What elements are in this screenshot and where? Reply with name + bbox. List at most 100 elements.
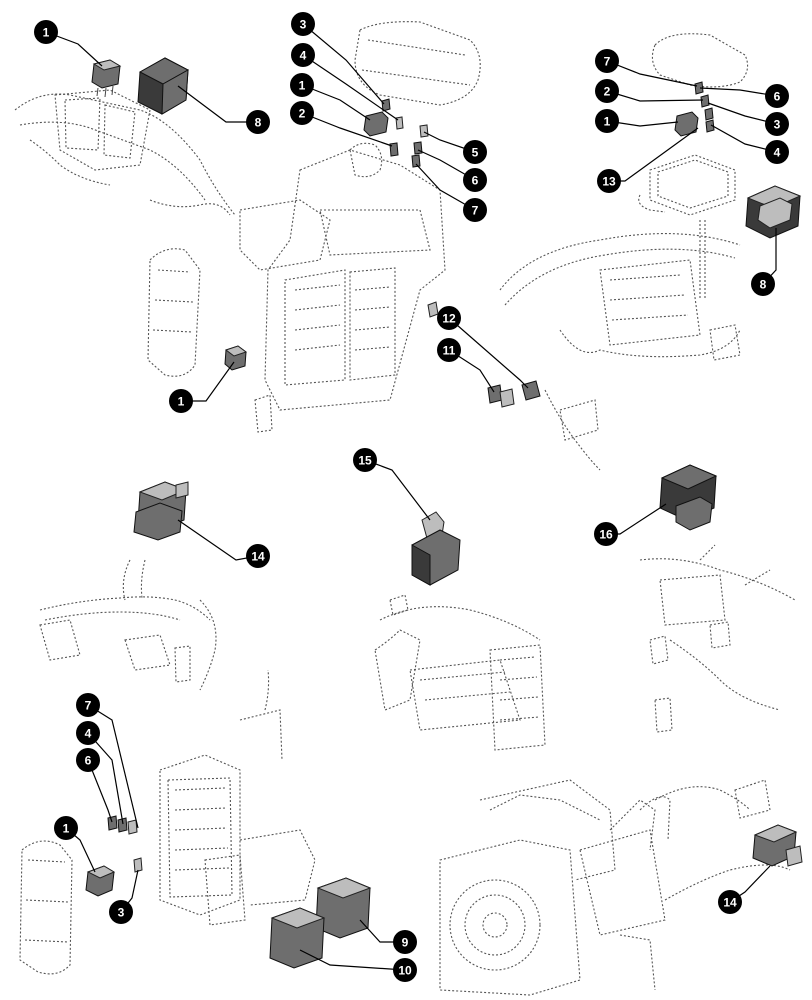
hydraulic-pump — [439, 779, 791, 996]
relays-9-10 — [269, 877, 372, 969]
callout-marker — [291, 43, 315, 67]
top-center-cover — [354, 21, 481, 106]
callout-number: 14 — [723, 896, 737, 910]
callout-6: 6 — [765, 84, 789, 108]
callout-marker — [76, 721, 100, 745]
callout-13: 13 — [597, 169, 621, 193]
callout-marker — [718, 890, 742, 914]
callout-marker — [751, 272, 775, 296]
callout-14: 14 — [718, 890, 742, 914]
callout-1: 1 — [595, 109, 619, 133]
callout-2: 2 — [290, 101, 314, 125]
callout-3: 3 — [109, 900, 133, 924]
callout-number: 8 — [760, 278, 767, 292]
callout-16: 16 — [594, 522, 618, 546]
callout-10: 10 — [393, 958, 417, 982]
callout-number: 10 — [398, 964, 412, 978]
middle-left-harness — [39, 559, 217, 691]
callout-number: 16 — [599, 528, 613, 542]
callout-3: 3 — [291, 12, 315, 36]
callout-8: 8 — [751, 272, 775, 296]
callout-3: 3 — [765, 112, 789, 136]
callout-marker — [34, 20, 58, 44]
callout-marker — [76, 693, 100, 717]
callout-marker — [54, 816, 78, 840]
fuse-block-top-center — [363, 98, 429, 168]
bottom-left-fuse-block — [159, 669, 316, 926]
callout-marker — [595, 49, 619, 73]
fuses-top-right — [674, 81, 715, 137]
callout-marker — [597, 169, 621, 193]
callout-marker — [291, 12, 315, 36]
relay-16 — [659, 464, 718, 531]
callout-number: 8 — [255, 116, 262, 130]
callout-7: 7 — [76, 693, 100, 717]
callout-number: 4 — [774, 146, 781, 160]
callout-number: 1 — [604, 115, 611, 129]
callout-number: 11 — [443, 344, 456, 358]
callout-7: 7 — [595, 49, 619, 73]
callout-number: 3 — [774, 118, 781, 132]
callout-number: 2 — [604, 85, 611, 99]
callout-marker — [76, 748, 100, 772]
callout-marker — [765, 84, 789, 108]
callout-number: 6 — [472, 174, 479, 188]
callout-marker — [290, 101, 314, 125]
callout-number: 6 — [774, 90, 781, 104]
center-harness — [374, 594, 546, 751]
bottom-left-cover — [19, 840, 73, 975]
callout-number: 1 — [178, 395, 185, 409]
callout-number: 7 — [604, 55, 611, 69]
callout-marker — [594, 522, 618, 546]
callout-12: 12 — [437, 306, 461, 330]
callout-number: 1 — [43, 26, 50, 40]
callout-7: 7 — [463, 198, 487, 222]
callout-marker — [393, 930, 417, 954]
relay-1-top-left — [91, 59, 122, 98]
callout-number: 6 — [85, 754, 92, 768]
callout-number: 5 — [472, 146, 479, 160]
top-right-fuse-panel — [638, 154, 736, 300]
callout-marker — [463, 140, 487, 164]
callout-number: 3 — [118, 906, 125, 920]
callout-number: 1 — [299, 79, 306, 93]
callout-15: 15 — [353, 448, 377, 472]
relay-8-top-left — [137, 57, 190, 115]
callout-9: 9 — [393, 930, 417, 954]
callout-1: 1 — [169, 389, 193, 413]
right-center-harness — [639, 544, 796, 733]
callout-marker — [169, 389, 193, 413]
callout-number: 12 — [442, 312, 456, 326]
callout-marker — [393, 958, 417, 982]
callout-marker — [109, 900, 133, 924]
callout-marker — [437, 306, 461, 330]
middle-right-harness — [499, 233, 741, 471]
relay-14-middle-left — [133, 481, 189, 541]
callout-marker — [437, 338, 461, 362]
callout-number: 4 — [300, 49, 307, 63]
top-right-cover — [651, 33, 749, 88]
callout-1: 1 — [34, 20, 58, 44]
callout-marker — [353, 448, 377, 472]
relay-8-top-right — [745, 185, 802, 239]
callout-5: 5 — [463, 140, 487, 164]
callout-marker — [765, 140, 789, 164]
callout-number: 1 — [63, 822, 70, 836]
module-15 — [411, 511, 461, 586]
callout-number: 9 — [402, 936, 409, 950]
callout-marker — [463, 198, 487, 222]
callout-11: 11 — [437, 338, 461, 362]
relay-1-left — [224, 345, 248, 371]
callout-number: 7 — [85, 699, 92, 713]
callout-marker — [765, 112, 789, 136]
callout-marker — [463, 168, 487, 192]
top-left-harness — [14, 89, 236, 216]
callout-number: 3 — [300, 18, 307, 32]
callout-marker — [595, 109, 619, 133]
callout-6: 6 — [76, 748, 100, 772]
top-center-ecu-bracket — [239, 142, 446, 433]
callout-4: 4 — [765, 140, 789, 164]
callout-number: 13 — [602, 175, 616, 189]
